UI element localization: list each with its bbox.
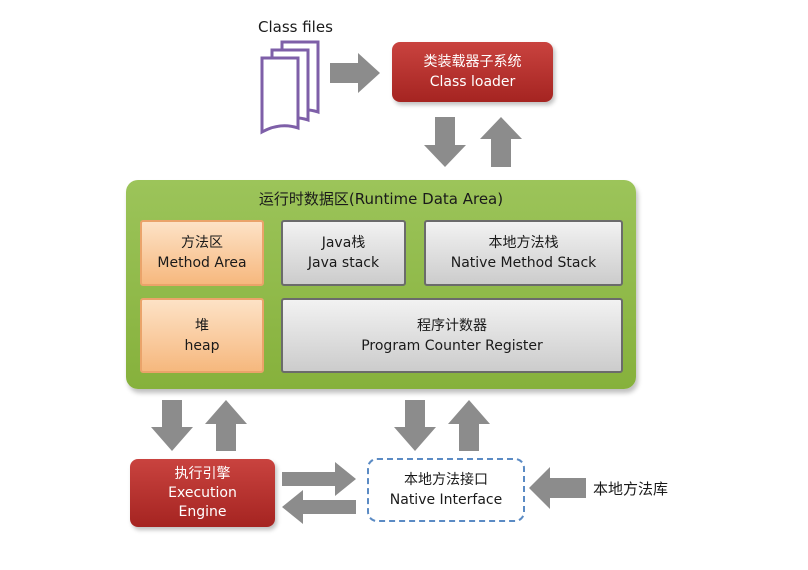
native-interface-cn: 本地方法接口 xyxy=(404,472,488,488)
arrow-native-to-runtime xyxy=(448,400,490,451)
method-area-cn: 方法区 xyxy=(181,235,223,251)
java-stack-cn: Java栈 xyxy=(321,235,366,251)
arrow-native-to-engine xyxy=(282,490,356,524)
native-method-stack-box: 本地方法栈 Native Method Stack xyxy=(424,220,623,286)
native-method-stack-cn: 本地方法栈 xyxy=(488,235,559,251)
native-interface-en: Native Interface xyxy=(389,492,503,508)
runtime-data-area: 运行时数据区(Runtime Data Area) 方法区 Method Are… xyxy=(126,180,636,389)
java-stack-en: Java stack xyxy=(307,255,380,271)
class-files-icon xyxy=(260,40,320,135)
native-method-stack-en: Native Method Stack xyxy=(450,255,597,271)
java-stack-box: Java栈 Java stack xyxy=(281,220,406,286)
arrow-runtime-to-native xyxy=(394,400,436,451)
heap-box: 堆 heap xyxy=(140,298,264,373)
class-loader-title-cn: 类装载器子系统 xyxy=(423,54,522,70)
arrow-files-to-loader xyxy=(330,53,380,93)
arrow-runtime-to-engine xyxy=(151,400,193,451)
execution-engine-en-2: Engine xyxy=(178,503,227,520)
execution-engine-box: 执行引擎 Execution Engine xyxy=(130,459,275,527)
program-counter-register-box: 程序计数器 Program Counter Register xyxy=(281,298,623,373)
native-interface-box: 本地方法接口 Native Interface xyxy=(367,458,525,522)
execution-engine-en-1: Execution xyxy=(168,484,237,501)
arrow-engine-to-native xyxy=(282,462,356,496)
pc-register-cn: 程序计数器 xyxy=(417,317,487,334)
class-files-label: Class files xyxy=(258,18,333,36)
arrow-library-to-native xyxy=(529,467,586,509)
pc-register-en: Program Counter Register xyxy=(361,337,543,354)
method-area-en: Method Area xyxy=(157,255,247,271)
arrow-loader-down xyxy=(424,117,466,167)
class-loader-box: 类装载器子系统 Class loader xyxy=(392,42,553,102)
method-area-box: 方法区 Method Area xyxy=(140,220,264,286)
class-loader-title-en: Class loader xyxy=(429,74,516,90)
arrow-engine-to-runtime xyxy=(205,400,247,451)
execution-engine-cn: 执行引擎 xyxy=(174,465,231,482)
native-library-label: 本地方法库 xyxy=(593,480,669,498)
arrow-runtime-up xyxy=(480,117,522,167)
heap-en: heap xyxy=(184,337,220,354)
heap-cn: 堆 xyxy=(195,317,209,334)
runtime-data-area-title: 运行时数据区(Runtime Data Area) xyxy=(258,190,504,208)
